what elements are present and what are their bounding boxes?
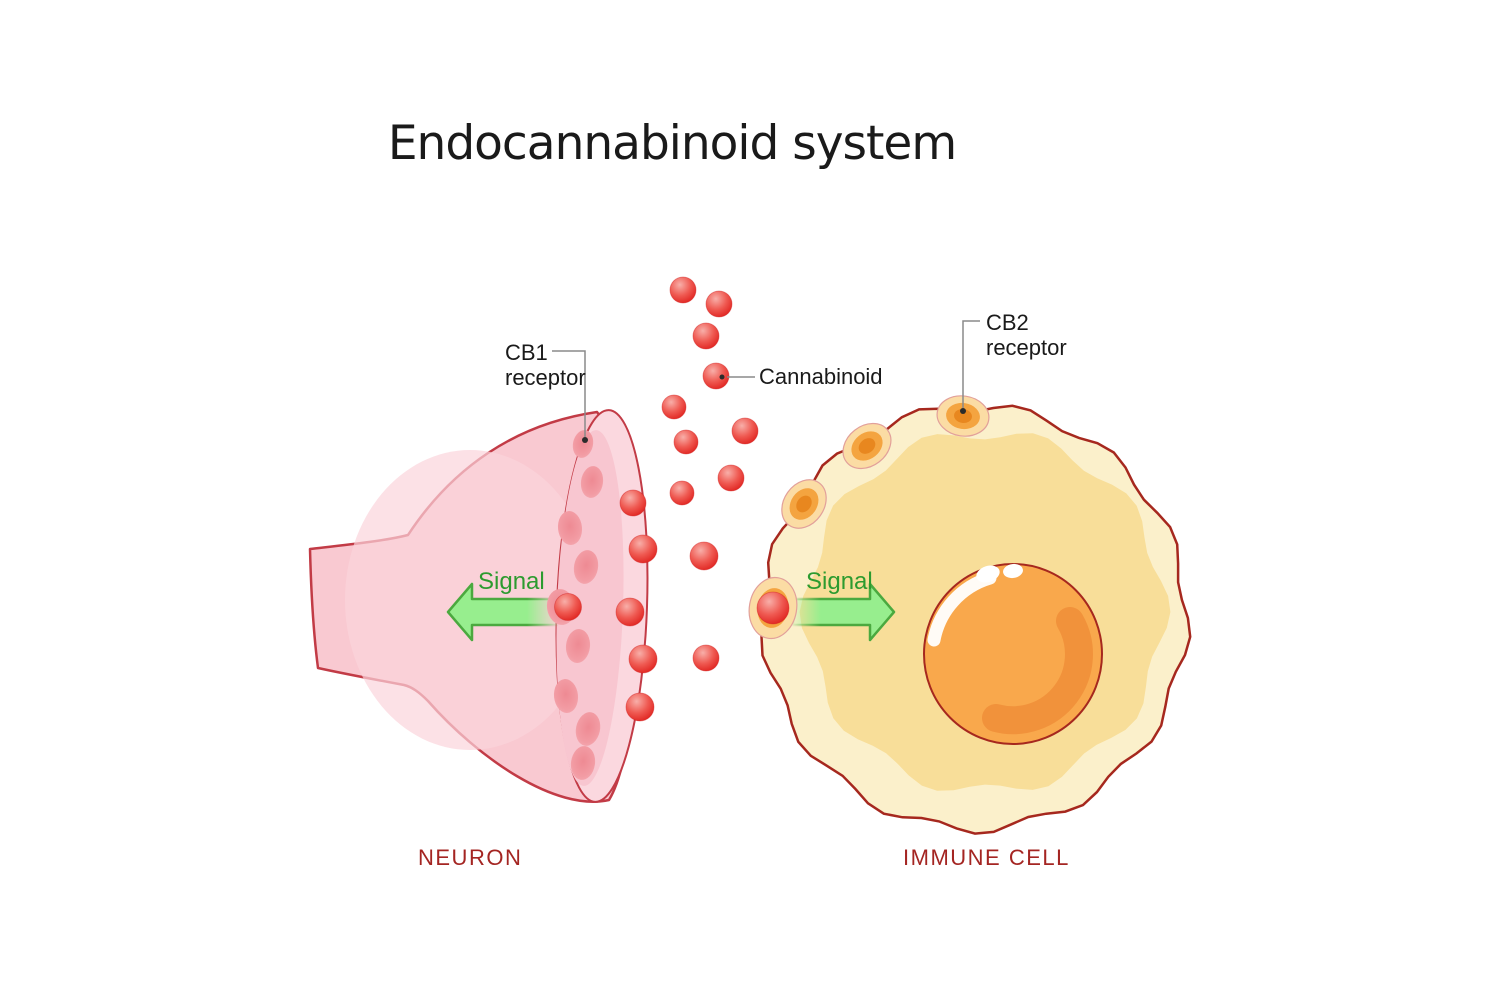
cb1-receptor-vesicle xyxy=(553,679,579,713)
nucleus-gloss-dot xyxy=(1003,563,1023,579)
cb1-receptor-vesicle xyxy=(580,466,604,498)
cb2-receptor-label: CB2 receptor xyxy=(986,310,1067,360)
cb1-leader-dot xyxy=(582,437,588,443)
cannabinoid-molecule xyxy=(628,534,658,564)
cb2-leader-dot xyxy=(960,408,966,414)
cannabinoid-molecule xyxy=(673,429,699,455)
nucleus-gloss-dot xyxy=(976,565,1000,583)
cb1-receptor-vesicle xyxy=(575,712,601,746)
cb2-label-line2: receptor xyxy=(986,335,1067,360)
cb2-receptor xyxy=(781,479,827,529)
signal-label-left: Signal xyxy=(478,568,545,595)
nucleus-shadow xyxy=(982,607,1093,735)
cannabinoid-molecule xyxy=(661,394,687,420)
bound-cannabinoid-immune-cell-cb2 xyxy=(756,591,790,625)
cb1-label-line2: receptor xyxy=(505,365,586,390)
immune-cell-label: IMMUNE CELL xyxy=(903,845,1070,870)
cannabinoid-molecule xyxy=(731,417,759,445)
cannabinoid-molecule xyxy=(628,644,658,674)
diagram-title: Endocannabinoid system xyxy=(387,116,957,171)
cannabinoid-molecule xyxy=(625,692,655,722)
cannabinoid-molecule xyxy=(669,480,695,506)
cb2-label-line1: CB2 xyxy=(986,310,1029,335)
cb1-receptor-vesicle xyxy=(573,550,599,584)
cannabinoid-molecule xyxy=(689,541,719,571)
signal-label-right: Signal xyxy=(806,568,873,595)
cb2-receptor xyxy=(842,422,892,470)
cannabinoid-label: Cannabinoid xyxy=(759,364,883,389)
cb1-receptor-vesicle xyxy=(557,511,583,545)
bound-cannabinoid-neuron-cb1 xyxy=(554,593,582,621)
cannabinoid-molecule xyxy=(615,597,645,627)
cb2-leader-line xyxy=(962,320,980,408)
cannabinoid-molecule xyxy=(692,322,720,350)
cannabinoid-molecule xyxy=(619,489,647,517)
cb1-receptor-label: CB1 receptor xyxy=(505,340,586,390)
cb1-receptor-vesicle xyxy=(572,430,594,458)
cb2-receptor-labeled xyxy=(936,395,990,437)
cannabinoid-molecule xyxy=(705,290,733,318)
cannabinoid-molecule xyxy=(702,362,730,390)
cb1-label-line1: CB1 xyxy=(505,340,548,365)
cannabinoid-molecule xyxy=(717,464,745,492)
cb1-receptor-vesicle xyxy=(570,746,596,780)
nucleus xyxy=(923,563,1103,745)
leader-lines xyxy=(552,320,980,443)
cb1-receptor-vesicle xyxy=(565,629,591,663)
cannabinoid-leader-dot xyxy=(719,374,725,380)
neuron-label: NEURON xyxy=(418,845,523,870)
cb1-leader-line xyxy=(552,350,586,437)
cannabinoid-molecule xyxy=(692,644,720,672)
cannabinoid-molecule xyxy=(669,276,697,304)
